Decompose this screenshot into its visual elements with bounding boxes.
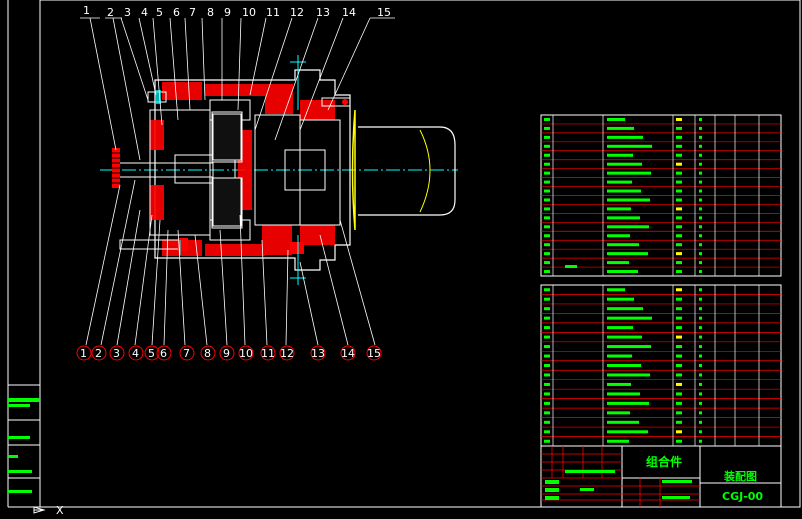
bottom-part-labels: 1 2 3 4 5 6 7 8 9 10 11 12 13 14 15 [80, 347, 381, 360]
top-right-pin [321, 97, 351, 107]
part-label-2: 2 [107, 6, 114, 19]
axis-x-label: X [56, 504, 64, 517]
drawing-number: CGJ-00 [722, 490, 763, 503]
part-label-1: 1 [83, 4, 90, 17]
part-label-11: 11 [266, 6, 280, 19]
part-label-12: 12 [290, 6, 304, 19]
title-group: 组合件 [646, 454, 682, 469]
part-label-9: 9 [224, 6, 231, 19]
balloon-label-5: 5 [148, 347, 155, 360]
balloon-label-15: 15 [367, 347, 381, 360]
balloon-label-12: 12 [280, 347, 294, 360]
parts-list-table-upper [540, 114, 782, 277]
binding-strip [8, 384, 40, 493]
hatch-sections [150, 82, 335, 256]
bottom-part-balloons [76, 345, 382, 361]
balloon-label-1: 1 [80, 347, 87, 360]
part-label-14: 14 [342, 6, 356, 19]
balloon-label-4: 4 [132, 347, 139, 360]
ucs-axis-icon: X [33, 504, 64, 517]
housing-outline [154, 69, 351, 271]
balloon-label-6: 6 [160, 347, 167, 360]
balloon-label-14: 14 [341, 347, 355, 360]
balloon-label-2: 2 [95, 347, 102, 360]
balloon-label-8: 8 [204, 347, 211, 360]
balloon-label-3: 3 [113, 347, 120, 360]
balloon-label-10: 10 [239, 347, 253, 360]
part-label-13: 13 [316, 6, 330, 19]
balloon-label-9: 9 [223, 347, 230, 360]
balloon-label-13: 13 [311, 347, 325, 360]
parts-list-table-lower [540, 284, 782, 447]
part-label-4: 4 [141, 6, 148, 19]
motor-body [351, 109, 456, 231]
part-label-10: 10 [242, 6, 256, 19]
part-label-7: 7 [189, 6, 196, 19]
balloon-label-7: 7 [183, 347, 190, 360]
top-leader-lines [80, 17, 395, 161]
bottom-leader-lines [85, 179, 376, 346]
part-label-8: 8 [207, 6, 214, 19]
part-label-3: 3 [124, 6, 131, 19]
part-label-15: 15 [377, 6, 391, 19]
part-label-5: 5 [156, 6, 163, 19]
part-label-6: 6 [173, 6, 180, 19]
assembly-section-view [100, 55, 458, 285]
top-part-labels: 1 2 3 4 5 6 7 8 9 10 11 12 13 14 15 [83, 4, 391, 19]
balloon-label-11: 11 [261, 347, 275, 360]
title-block: 组合件 装配图 CGJ-00 [540, 445, 782, 508]
title-name: 装配图 [723, 469, 757, 483]
bottom-right-nut [290, 242, 304, 254]
